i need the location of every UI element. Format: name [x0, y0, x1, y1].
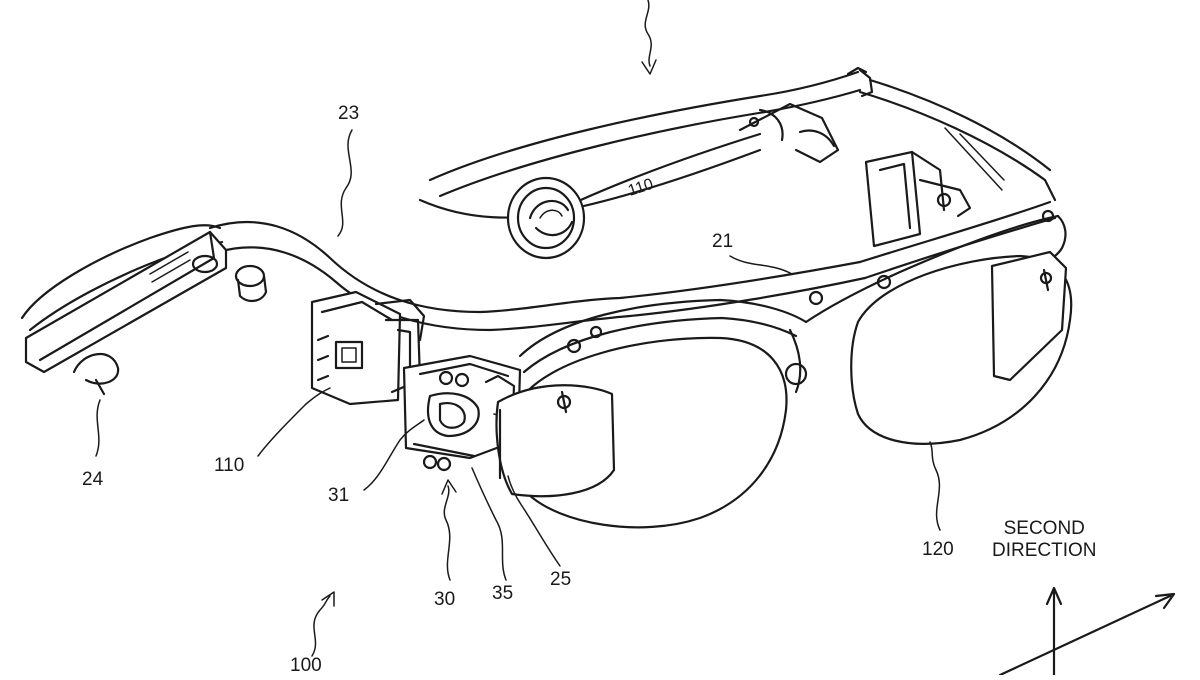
- ref-label-100: 100: [290, 655, 322, 676]
- ref-label-35: 35: [492, 583, 514, 604]
- second-direction-label: SECOND DIRECTION: [992, 518, 1097, 562]
- ref-label-120: 120: [922, 539, 954, 560]
- near-lens: [495, 336, 788, 529]
- second-direction-line2: DIRECTION: [992, 539, 1097, 561]
- ref-label-25: 25: [550, 569, 572, 590]
- far-temple: [428, 66, 1057, 202]
- front-frame: [518, 209, 1067, 394]
- leader-lines: [95, 129, 941, 657]
- far-hinge-block: [864, 150, 972, 248]
- ref-label-23: 23: [338, 103, 360, 124]
- temple-tip: [24, 230, 228, 396]
- temple-mounts: [191, 254, 268, 302]
- ref-label-110: 110: [214, 455, 245, 476]
- ref-label-30: 30: [434, 589, 456, 610]
- direction-arrows: [998, 586, 1176, 677]
- second-direction-line1: SECOND: [1003, 518, 1085, 539]
- ref-label-31: 31: [328, 485, 350, 506]
- ref-label-24: 24: [82, 469, 104, 490]
- inner-pod: [418, 102, 840, 260]
- display-unit: [310, 290, 426, 406]
- top-leader-arrow: [641, 0, 657, 75]
- ref-label-21: 21: [712, 231, 734, 252]
- far-lens: [850, 250, 1073, 445]
